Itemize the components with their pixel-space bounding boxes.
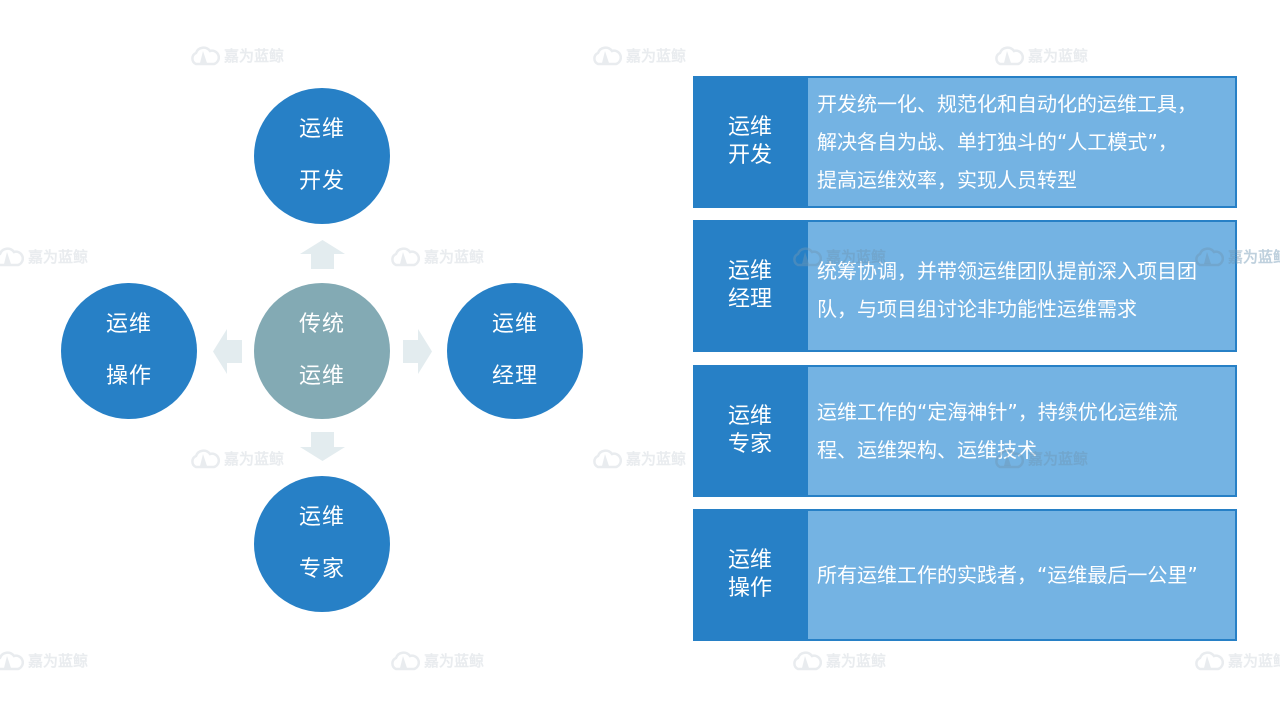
watermark-text: 嘉为蓝鲸 [626,47,687,65]
watermark: 嘉为蓝鲸 [590,448,686,469]
role-box-ops-operator: 运维 操作 所有运维工作的实践者，“运维最后一公里” [693,509,1237,641]
role-box-description: 开发统一化、规范化和自动化的运维工具， 解决各自为战、单打独斗的“人工模式”， … [808,78,1235,206]
watermark-text: 嘉为蓝鲸 [626,450,687,468]
center-circle-traditional-ops: 传统 运维 [254,283,390,419]
watermark: 嘉为蓝鲸 [388,650,484,671]
role-box-label-line-1: 运维 [727,259,772,284]
description-line: 统筹协调，并带领运维团队提前深入项目团 [817,259,1197,283]
watermark: 嘉为蓝鲸 [790,650,886,671]
cloud-sail-logo-icon [391,651,420,670]
cloud-sail-logo-icon [593,449,622,468]
role-box-label: 运维 经理 [693,220,807,352]
description-line: 开发统一化、规范化和自动化的运维工具， [817,92,1197,116]
role-circle-line-2: 操作 [105,364,152,389]
watermark: 嘉为蓝鲸 [388,246,484,267]
cloud-sail-logo-icon [391,247,420,266]
role-circle-ops-operator: 运维 操作 [61,283,197,419]
watermark-text: 嘉为蓝鲸 [424,652,485,670]
role-box-description: 运维工作的“定海神针”，持续优化运维流 程、运维架构、运维技术 [808,367,1235,495]
watermark: 嘉为蓝鲸 [590,45,686,66]
role-circle-line-1: 运维 [298,505,345,530]
cloud-sail-logo-icon [0,247,24,266]
watermark-text: 嘉为蓝鲸 [28,248,89,266]
cloud-sail-logo-icon [793,651,822,670]
description-line: 解决各自为战、单打独斗的“人工模式”， [817,130,1178,154]
role-box-description: 统筹协调，并带领运维团队提前深入项目团 队，与项目组讨论非功能性运维需求 [808,222,1235,350]
role-box-label-line-1: 运维 [727,548,772,573]
role-circle-line-1: 运维 [491,312,538,337]
cloud-sail-logo-icon [995,46,1024,65]
down-arrow-icon [300,432,345,461]
up-arrow-icon [300,240,345,269]
role-circle-ops-expert: 运维 专家 [254,476,390,612]
role-box-ops-dev: 运维 开发 开发统一化、规范化和自动化的运维工具， 解决各自为战、单打独斗的“人… [693,76,1237,208]
description-line: 队，与项目组讨论非功能性运维需求 [817,297,1137,321]
watermark: 嘉为蓝鲸 [1192,650,1280,671]
role-circle-line-2: 专家 [298,557,345,582]
description-line: 程、运维架构、运维技术 [817,438,1037,462]
cloud-sail-logo-icon [1195,651,1224,670]
role-circle-ops-dev: 运维 开发 [254,88,390,224]
role-box-label-line-2: 经理 [727,287,772,312]
role-box-label: 运维 专家 [693,365,807,497]
watermark-text: 嘉为蓝鲸 [1228,652,1280,670]
watermark-text: 嘉为蓝鲸 [424,248,485,266]
role-box-label-line-2: 专家 [727,432,772,457]
role-box-ops-expert: 运维 专家 运维工作的“定海神针”，持续优化运维流 程、运维架构、运维技术 [693,365,1237,497]
role-circle-line-2: 经理 [491,364,538,389]
center-circle-line-2: 运维 [298,364,345,389]
role-circle-line-2: 开发 [298,169,345,194]
watermark: 嘉为蓝鲸 [0,246,88,267]
watermark-text: 嘉为蓝鲸 [224,450,285,468]
role-box-label-line-1: 运维 [727,115,772,140]
description-line: 提高运维效率，实现人员转型 [817,168,1077,192]
watermark-text: 嘉为蓝鲸 [28,652,89,670]
role-box-label: 运维 操作 [693,509,807,641]
right-arrow-icon [403,329,432,374]
left-arrow-icon [213,329,242,374]
description-line: 运维工作的“定海神针”，持续优化运维流 [817,400,1178,424]
cloud-sail-logo-icon [191,46,220,65]
watermark: 嘉为蓝鲸 [0,650,88,671]
description-line: 所有运维工作的实践者，“运维最后一公里” [817,563,1198,587]
role-circle-line-1: 运维 [298,117,345,142]
role-box-label-line-2: 操作 [727,576,772,601]
watermark: 嘉为蓝鲸 [188,448,284,469]
role-circle-line-1: 运维 [105,312,152,337]
watermark-text: 嘉为蓝鲸 [826,652,887,670]
cloud-sail-logo-icon [593,46,622,65]
watermark-text: 嘉为蓝鲸 [224,47,285,65]
cloud-sail-logo-icon [191,449,220,468]
watermark: 嘉为蓝鲸 [188,45,284,66]
role-circle-ops-manager: 运维 经理 [447,283,583,419]
watermark: 嘉为蓝鲸 [992,45,1088,66]
cloud-sail-logo-icon [0,651,24,670]
role-box-label-line-2: 开发 [727,143,772,168]
role-box-label: 运维 开发 [693,76,807,208]
role-box-description: 所有运维工作的实践者，“运维最后一公里” [808,511,1235,639]
role-box-label-line-1: 运维 [727,404,772,429]
role-box-ops-manager: 运维 经理 统筹协调，并带领运维团队提前深入项目团 队，与项目组讨论非功能性运维… [693,220,1237,352]
watermark-text: 嘉为蓝鲸 [1028,47,1089,65]
center-circle-line-1: 传统 [298,312,345,337]
